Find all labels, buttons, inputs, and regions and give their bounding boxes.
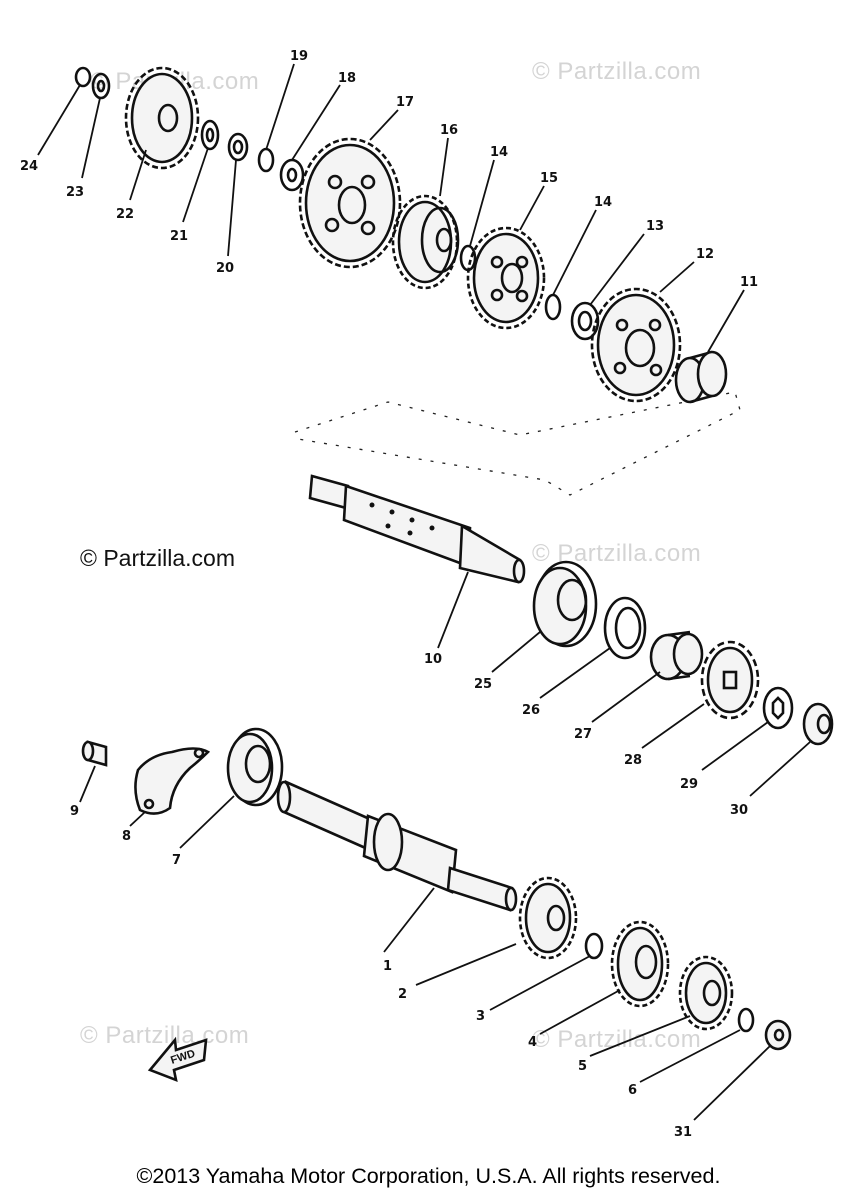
- part-27-collar: [649, 630, 704, 681]
- leader-lines: [37, 63, 811, 1121]
- callout-17: 17: [396, 95, 414, 110]
- part-18-washer: [279, 158, 305, 192]
- watermark: © Partzilla.com: [532, 58, 702, 85]
- callout-28: 28: [624, 753, 642, 768]
- callout-29: 29: [680, 777, 698, 792]
- part-11-bushing: [674, 350, 728, 404]
- callout-22: 22: [116, 207, 134, 222]
- callout-2: 2: [398, 987, 407, 1002]
- callout-14-b: 14: [594, 195, 612, 210]
- part-3-circlip: [584, 932, 604, 960]
- fwd-arrow-icon: FWD: [147, 1036, 208, 1083]
- part-12-gear: [590, 287, 682, 403]
- part-21-washer: [200, 119, 220, 151]
- callout-26: 26: [522, 703, 540, 718]
- callout-10: 10: [424, 652, 442, 667]
- part-17-gear: [298, 137, 402, 269]
- part-25-bearing: [532, 560, 598, 648]
- callout-24: 24: [20, 159, 38, 174]
- part-14-circlip-2: [544, 293, 562, 321]
- callout-13: 13: [646, 219, 664, 234]
- callout-15: 15: [540, 171, 558, 186]
- part-6-circlip: [737, 1007, 755, 1033]
- part-31-washer: [764, 1019, 792, 1051]
- callout-8: 8: [122, 829, 131, 844]
- part-29-lock-washer: [762, 686, 794, 730]
- callout-16: 16: [440, 123, 458, 138]
- part-2-gear: [518, 876, 578, 960]
- callout-23: 23: [66, 185, 84, 200]
- callout-20: 20: [216, 261, 234, 276]
- part-16-gear: [391, 194, 460, 290]
- callout-19: 19: [290, 49, 308, 64]
- callout-27: 27: [574, 727, 592, 742]
- callout-numbers: 1 2 3 4 5 6 7 8 9 10 11 12 13 14 14 15 1…: [20, 49, 758, 1140]
- copyright-notice: ©2013 Yamaha Motor Corporation, U.S.A. A…: [136, 1164, 721, 1188]
- part-22-gear: [124, 66, 200, 170]
- part-7-bearing: [226, 727, 284, 807]
- callout-3: 3: [476, 1009, 485, 1024]
- callout-11: 11: [740, 275, 758, 290]
- part-1-shaft: [276, 780, 518, 912]
- part-20-washer: [227, 132, 249, 162]
- part-9-pin: [81, 740, 108, 767]
- callout-6: 6: [628, 1083, 637, 1098]
- callout-9: 9: [70, 804, 79, 819]
- part-13-washer: [570, 301, 600, 341]
- part-28-sprocket: [700, 640, 760, 720]
- part-30-nut: [802, 702, 834, 746]
- part-8-retainer: [134, 747, 211, 815]
- part-5-gear: [678, 955, 734, 1031]
- watermark: © Partzilla.com: [80, 1022, 250, 1049]
- callout-5: 5: [578, 1059, 587, 1074]
- part-24-circlip: [74, 66, 92, 88]
- part-14-circlip: [459, 244, 477, 272]
- callout-25: 25: [474, 677, 492, 692]
- callout-21: 21: [170, 229, 188, 244]
- part-19-circlip: [257, 147, 275, 173]
- part-10-shaft: [308, 474, 526, 584]
- callout-1: 1: [383, 959, 392, 974]
- part-15-gear: [466, 226, 546, 330]
- callout-30: 30: [730, 803, 748, 818]
- callout-7: 7: [172, 853, 181, 868]
- callout-4: 4: [528, 1035, 537, 1050]
- watermark: © Partzilla.com: [532, 1026, 702, 1053]
- part-26-seal: [603, 596, 647, 660]
- part-23-washer: [91, 72, 111, 100]
- part-4-gear: [610, 920, 670, 1008]
- callout-14: 14: [490, 145, 508, 160]
- callout-31: 31: [674, 1125, 692, 1140]
- callout-12: 12: [696, 247, 714, 262]
- alignment-dashed-lines: [291, 391, 741, 496]
- partzilla-label: © Partzilla.com: [80, 545, 235, 571]
- callout-18: 18: [338, 71, 356, 86]
